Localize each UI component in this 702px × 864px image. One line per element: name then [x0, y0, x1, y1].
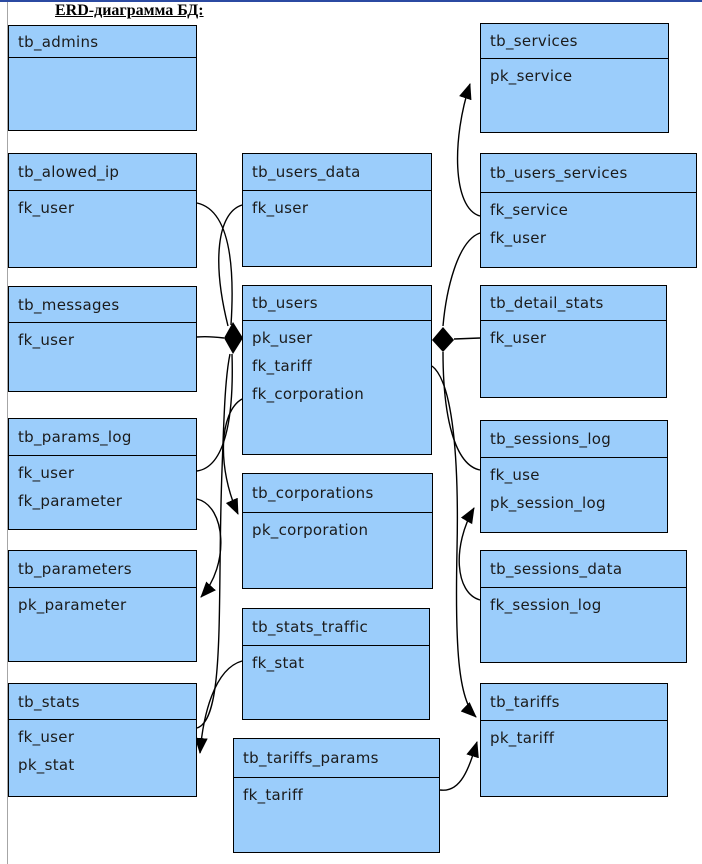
relation-tb_users_services.fk_service-to-tb_services.pk_service	[456, 83, 481, 217]
entity-tb_sessions_log: tb_sessions_log fk_use pk_session_log	[480, 420, 668, 533]
field-fk_user: fk_user	[18, 464, 75, 482]
entity-fields: fk_user	[9, 323, 196, 354]
entity-title: tb_admins	[9, 26, 196, 58]
entity-fields: fk_service fk_user	[481, 193, 696, 252]
relation-tb_params_log.fk_user-to-tb_users.pk_user	[196, 353, 233, 472]
entity-title: tb_sessions_log	[481, 421, 667, 458]
relation-tb_tariffs_params.fk_tariff-to-tb_tariffs.pk_tariff	[439, 741, 479, 791]
field-fk_corporation: fk_corporation	[252, 385, 365, 403]
entity-fields: fk_user	[481, 321, 666, 352]
entity-tb_detail_stats: tb_detail_stats fk_user	[480, 285, 667, 398]
entity-fields: fk_user	[243, 191, 431, 222]
field-fk_user: fk_user	[490, 329, 547, 347]
entity-title: tb_users	[243, 286, 431, 321]
field-fk_tariff: fk_tariff	[252, 357, 313, 375]
field-fk_user: fk_user	[18, 199, 75, 217]
field-fk_use: fk_use	[490, 466, 540, 484]
entity-title: tb_tariffs_params	[234, 739, 439, 778]
entity-title: tb_parameters	[9, 551, 196, 588]
field-fk_parameter: fk_parameter	[18, 492, 123, 510]
entity-title: tb_tariffs	[481, 684, 667, 721]
junction-tb_users-pk_user-left	[224, 322, 243, 354]
entity-tb_users_data: tb_users_data fk_user	[242, 153, 432, 267]
relation-tb_users_services.fk_user-to-tb_users.pk_user	[442, 232, 481, 327]
field-pk_corporation: pk_corporation	[252, 521, 369, 539]
entity-title: tb_sessions_data	[481, 551, 686, 588]
entity-tb_alowed_ip: tb_alowed_ip fk_user	[8, 153, 197, 268]
entity-fields: fk_user	[9, 191, 196, 222]
entity-tb_messages: tb_messages fk_user	[8, 286, 197, 392]
field-fk_user: fk_user	[490, 229, 547, 247]
entity-tb_admins: tb_admins	[8, 25, 197, 131]
entity-title: tb_corporations	[243, 474, 432, 513]
field-pk_service: pk_service	[490, 67, 573, 85]
entity-tb_stats: tb_stats fk_user pk_stat	[8, 683, 197, 797]
left-page-border	[7, 2, 8, 864]
entity-title: tb_messages	[9, 287, 196, 323]
relation-tb_users_data.fk_user-to-tb_users.pk_user	[218, 204, 243, 327]
junction-tb_users-pk_user-right	[432, 327, 454, 352]
relation-tb_sessions_data.fk_session_log-to-tb_sessions_log.pk_session_log	[458, 507, 481, 601]
entity-tb_tariffs_params: tb_tariffs_params fk_tariff	[233, 738, 440, 853]
entity-title: tb_alowed_ip	[9, 154, 196, 191]
entity-title: tb_users_services	[481, 154, 696, 193]
field-fk_stat: fk_stat	[252, 654, 305, 672]
entity-fields: pk_service	[481, 59, 668, 90]
relation-tb_params_log.fk_parameter-to-tb_parameters.pk_parameter	[196, 498, 222, 598]
entity-fields: fk_use pk_session_log	[481, 458, 667, 517]
entity-fields: fk_tariff	[234, 778, 439, 809]
entity-fields: fk_stat	[243, 646, 429, 677]
entity-tb_users_services: tb_users_services fk_service fk_user	[480, 153, 697, 268]
field-pk_stat: pk_stat	[18, 756, 75, 774]
entity-title: tb_stats_traffic	[243, 609, 429, 646]
field-pk_parameter: pk_parameter	[18, 596, 127, 614]
entity-title: tb_stats	[9, 684, 196, 720]
field-fk_user: fk_user	[252, 199, 309, 217]
relation-tb_messages.fk_user-to-tb_users.pk_user	[196, 335, 225, 339]
entity-fields: pk_tariff	[481, 721, 667, 752]
relation-tb_stats.fk_user-to-tb_users.pk_user	[196, 353, 231, 729]
field-fk_service: fk_service	[490, 201, 569, 219]
relation-tb_detail_stats.fk_user-to-tb_users.pk_user	[453, 337, 481, 340]
entity-fields: fk_session_log	[481, 588, 686, 619]
field-pk_user: pk_user	[252, 329, 313, 347]
entity-tb_tariffs: tb_tariffs pk_tariff	[480, 683, 668, 797]
entity-title: tb_services	[481, 24, 668, 59]
field-fk_tariff: fk_tariff	[243, 786, 304, 804]
entity-title: tb_users_data	[243, 154, 431, 191]
entity-tb_corporations: tb_corporations pk_corporation	[242, 473, 433, 589]
entity-tb_services: tb_services pk_service	[480, 23, 669, 133]
field-fk_session_log: fk_session_log	[490, 596, 602, 614]
entity-fields: pk_parameter	[9, 588, 196, 619]
relation-tb_sessions_log.fk_use-to-tb_users.pk_user	[442, 351, 481, 471]
field-pk_tariff: pk_tariff	[490, 729, 555, 747]
field-fk_user: fk_user	[18, 331, 75, 349]
entity-title: tb_params_log	[9, 419, 196, 456]
entity-fields: pk_corporation	[243, 513, 432, 544]
field-pk_session_log: pk_session_log	[490, 494, 606, 512]
entity-tb_params_log: tb_params_log fk_user fk_parameter	[8, 418, 197, 530]
field-fk_user: fk_user	[18, 728, 75, 746]
top-rule	[0, 0, 702, 2]
page-title: ERD-диаграмма БД:	[55, 2, 204, 19]
entity-title: tb_detail_stats	[481, 286, 666, 321]
relation-tb_alowed_ip.fk_user-to-tb_users.pk_user	[196, 202, 233, 326]
relation-tb_users.fk_corporation-to-tb_corporations.pk_corporation	[222, 398, 243, 515]
entity-fields: fk_user fk_parameter	[9, 456, 196, 515]
entity-tb_users: tb_users pk_user fk_tariff fk_corporation	[242, 285, 432, 455]
relation-tb_users.fk_tariff-to-tb_tariffs.pk_tariff	[431, 365, 477, 718]
entity-tb_parameters: tb_parameters pk_parameter	[8, 550, 197, 662]
entity-fields: pk_user fk_tariff fk_corporation	[243, 321, 431, 408]
entity-fields	[9, 58, 196, 61]
entity-tb_sessions_data: tb_sessions_data fk_session_log	[480, 550, 687, 663]
entity-tb_stats_traffic: tb_stats_traffic fk_stat	[242, 608, 430, 720]
entity-fields: fk_user pk_stat	[9, 720, 196, 779]
